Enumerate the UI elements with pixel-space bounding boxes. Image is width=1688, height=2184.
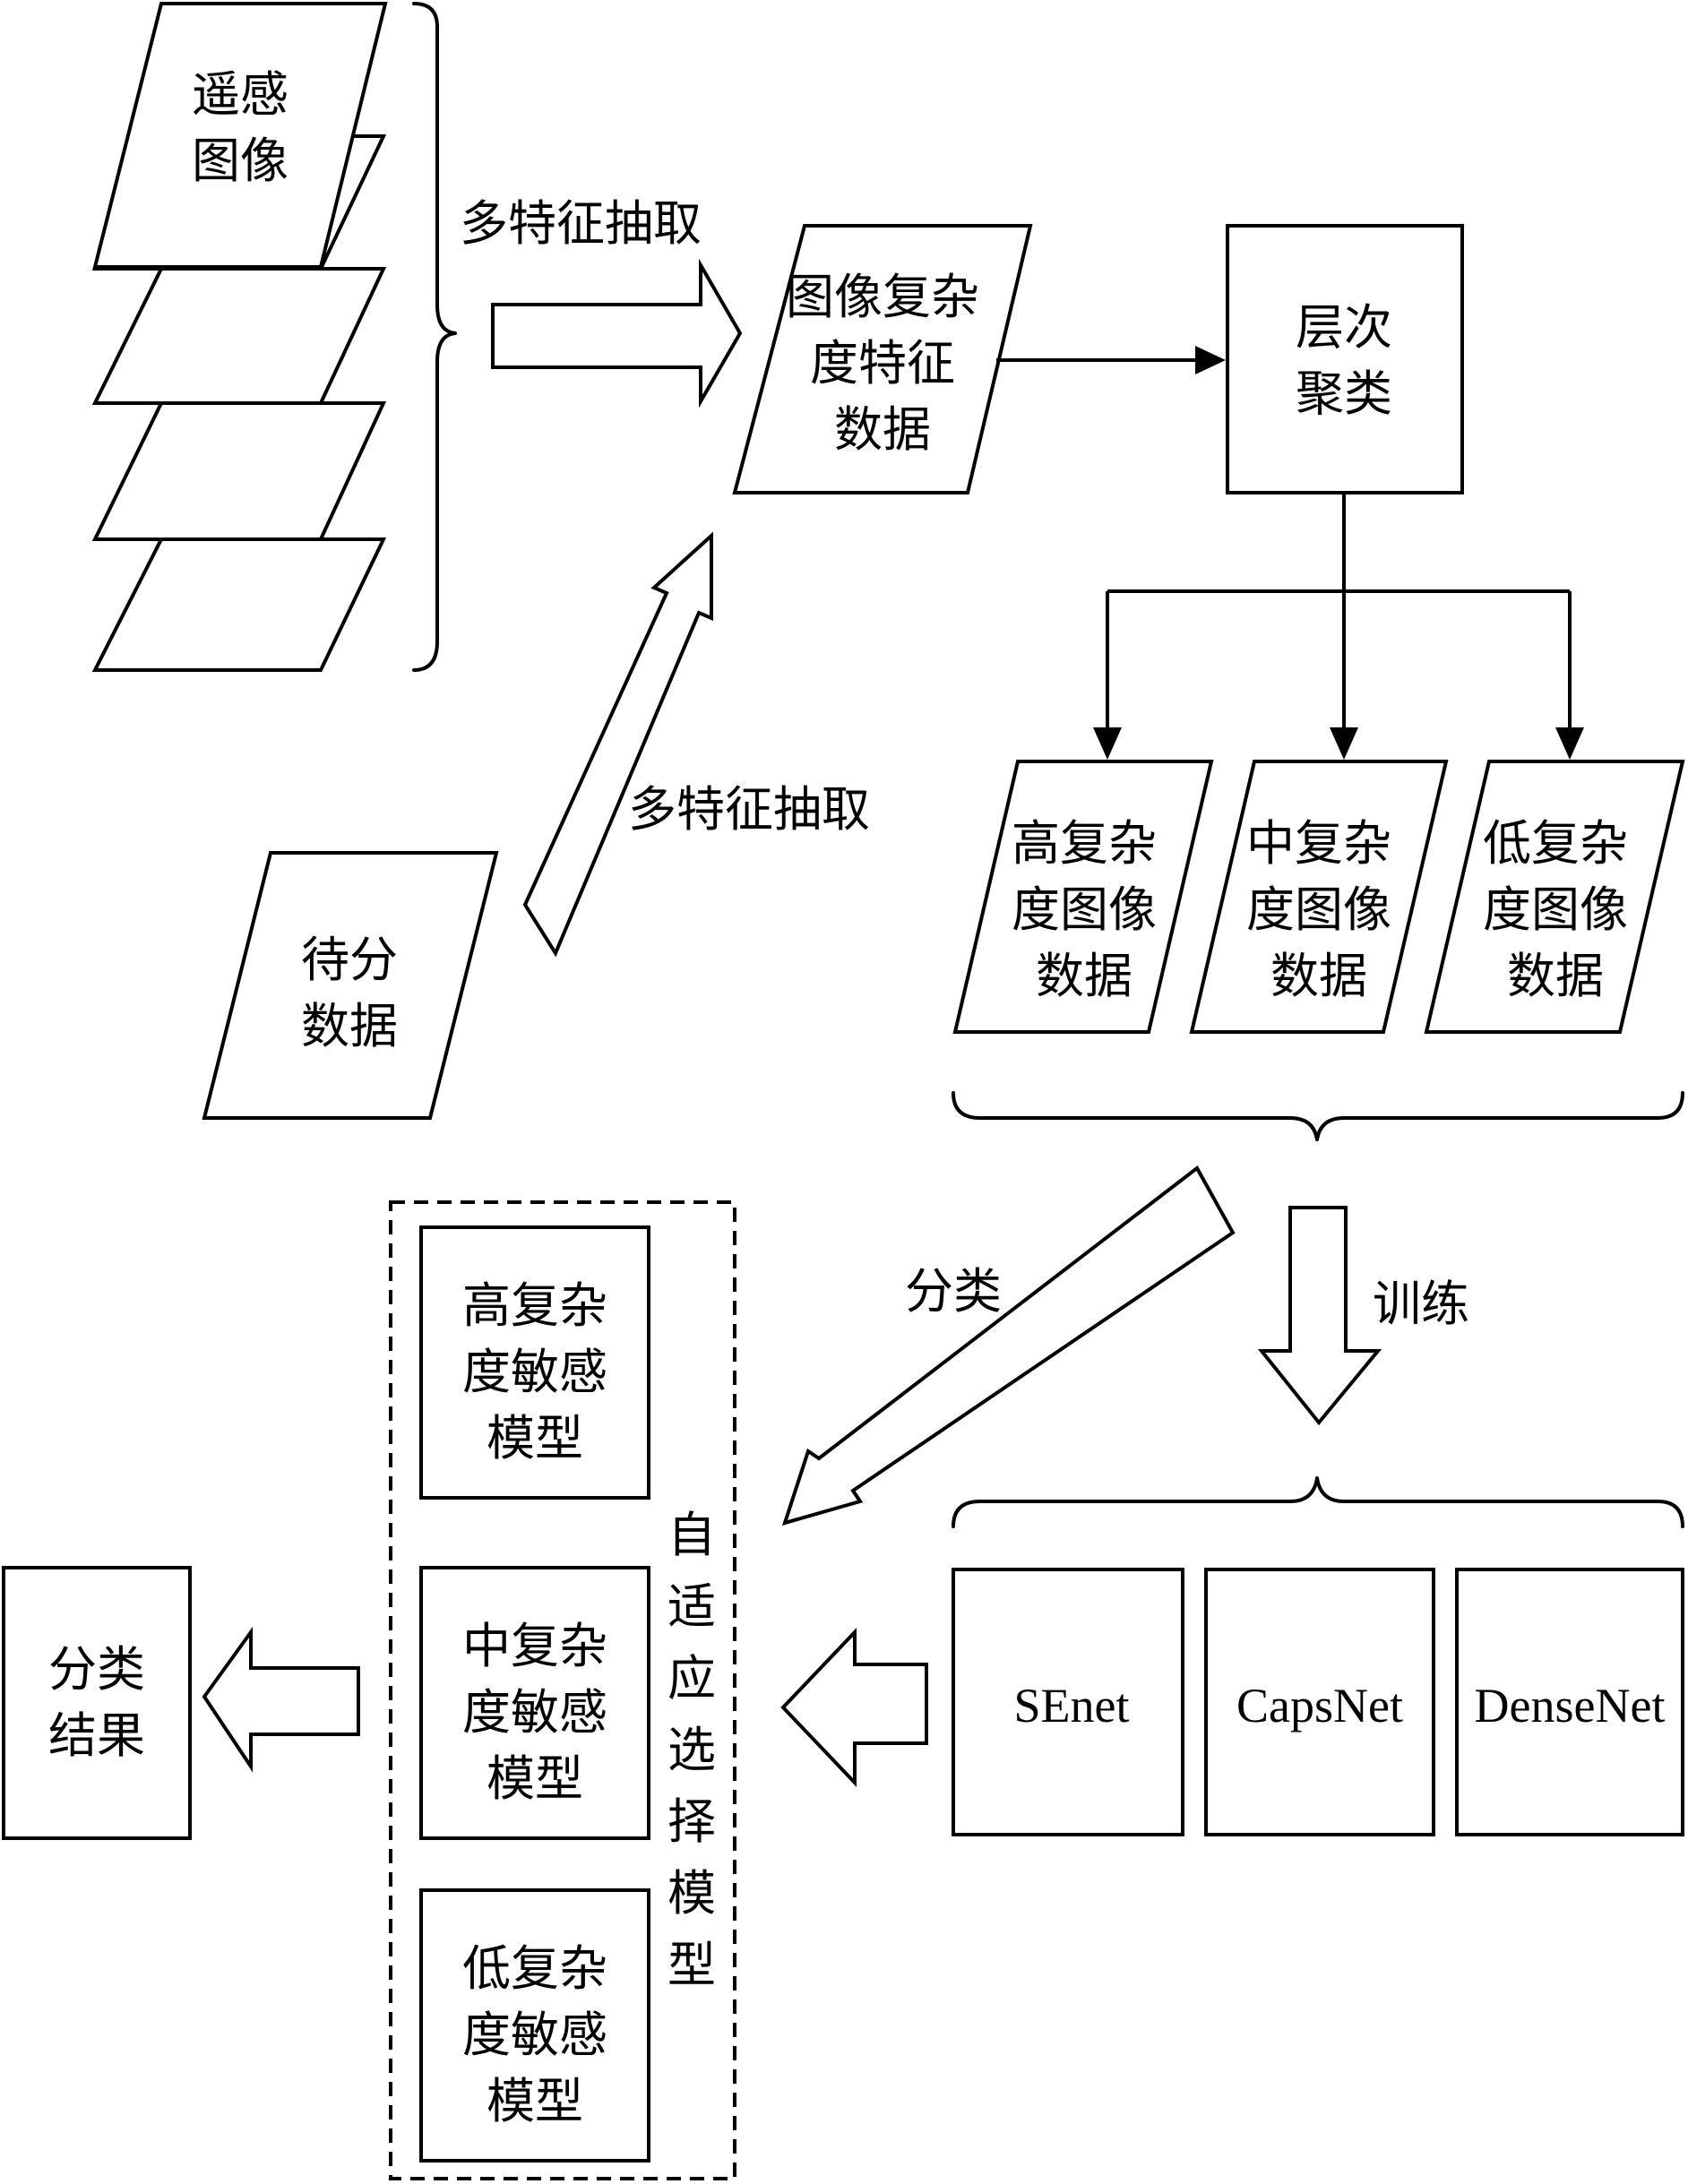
multi-feature-label-top: 多特征抽取 <box>460 195 702 252</box>
mid-data-label-2: 度图像 <box>1246 881 1391 938</box>
high-model-label-3: 模型 <box>487 1410 583 1466</box>
adaptive-char-6: 模 <box>667 1865 716 1922</box>
arrowhead-mid <box>1330 727 1358 760</box>
high-data-label-2: 度图像 <box>1012 881 1157 938</box>
high-model-label-1: 高复杂 <box>462 1277 607 1334</box>
low-data-label-1: 低复杂 <box>1483 815 1628 872</box>
image-layer-4 <box>91 537 387 672</box>
feature-data-label-3: 数据 <box>834 401 931 458</box>
stack-brace <box>412 2 457 672</box>
clustering-label-1: 层次 <box>1296 299 1392 356</box>
capsnet-label: CapsNet <box>1236 1679 1403 1733</box>
models-to-adaptive-arrow <box>780 1628 928 1787</box>
models-brace <box>952 1476 1684 1528</box>
to-classify-label-1: 待分 <box>301 932 398 988</box>
adaptive-char-3: 应 <box>667 1650 716 1707</box>
arrowhead-low <box>1555 727 1584 760</box>
mid-model-label-3: 模型 <box>487 1750 583 1807</box>
low-model-label-3: 模型 <box>487 2073 583 2129</box>
mid-data-label-1: 中复杂 <box>1246 815 1391 872</box>
low-complexity-data-node <box>1424 760 1685 1034</box>
result-label-2: 结果 <box>48 1707 145 1764</box>
densenet-node <box>1455 1568 1684 1836</box>
low-data-label-2: 度图像 <box>1483 881 1628 938</box>
mid-model-label-2: 度敏感 <box>462 1684 607 1741</box>
multi-feature-label-mid: 多特征抽取 <box>628 781 870 838</box>
image-layer-2 <box>91 267 387 405</box>
multi-feature-arrow-top <box>491 258 743 408</box>
mid-data-label-3: 数据 <box>1270 948 1367 1004</box>
high-data-label-3: 数据 <box>1036 948 1133 1004</box>
mid-model-label-1: 中复杂 <box>462 1618 607 1674</box>
image-layer-3 <box>91 401 387 541</box>
low-model-label-2: 度敏感 <box>462 2007 607 2063</box>
densenet-label: DenseNet <box>1475 1679 1666 1733</box>
senet-node <box>952 1568 1184 1836</box>
remote-sensing-label-1: 遥感 <box>192 66 289 123</box>
senet-label: SEnet <box>1014 1679 1130 1733</box>
adaptive-char-5: 择 <box>667 1793 716 1850</box>
feature-data-label-1: 图像复杂 <box>786 269 979 325</box>
data-brace <box>952 1091 1684 1141</box>
to-classify-label-2: 数据 <box>301 998 398 1054</box>
arrowhead-high <box>1093 727 1122 760</box>
arrowhead-cluster <box>1195 346 1226 374</box>
high-sensitive-model-node <box>419 1225 650 1500</box>
mid-sensitive-model-node <box>419 1566 650 1840</box>
capsnet-node <box>1204 1568 1435 1836</box>
low-model-label-1: 低复杂 <box>462 1940 607 1997</box>
adaptive-char-1: 自 <box>667 1507 716 1563</box>
adaptive-to-result-arrow <box>202 1626 360 1773</box>
train-label: 训练 <box>1373 1276 1469 1332</box>
remote-sensing-image-node <box>92 2 388 269</box>
feature-data-label-2: 度特征 <box>810 335 955 391</box>
result-label-1: 分类 <box>48 1641 145 1698</box>
classify-arrow <box>781 1165 1236 1526</box>
adaptive-selection-label: 自 适 应 选 择 模 型 <box>667 1507 716 1993</box>
adaptive-model-container <box>389 1200 736 2180</box>
mid-complexity-data-node <box>1189 760 1449 1034</box>
low-data-label-3: 数据 <box>1507 948 1604 1004</box>
adaptive-char-7: 型 <box>667 1937 716 1993</box>
high-complexity-data-node <box>952 760 1214 1034</box>
classification-result-node <box>2 1566 192 1840</box>
feature-data-node <box>732 224 1033 494</box>
remote-sensing-label-2: 图像 <box>192 133 289 189</box>
high-data-label-1: 高复杂 <box>1012 815 1157 872</box>
multi-feature-arrow-mid <box>522 531 713 958</box>
train-arrow <box>1257 1206 1382 1426</box>
adaptive-char-4: 选 <box>667 1722 716 1778</box>
hierarchical-clustering-node <box>1226 224 1464 494</box>
clustering-label-2: 聚类 <box>1296 365 1392 422</box>
classify-label: 分类 <box>905 1263 1002 1320</box>
to-classify-data-node <box>202 851 499 1120</box>
adaptive-char-2: 适 <box>667 1578 716 1635</box>
high-model-label-2: 度敏感 <box>462 1344 607 1400</box>
image-stack: 遥感 图像 <box>91 2 388 672</box>
low-sensitive-model-node <box>419 1888 650 2163</box>
